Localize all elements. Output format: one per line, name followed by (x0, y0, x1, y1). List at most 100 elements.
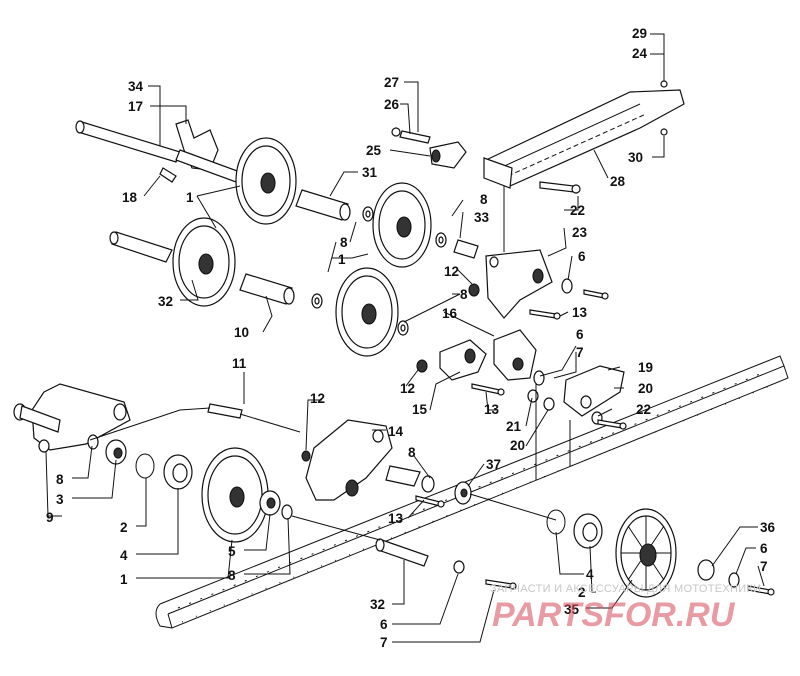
leader-lines (45, 33, 765, 643)
washer (362, 206, 374, 222)
washer (453, 560, 465, 574)
nut (468, 283, 480, 297)
callout-6: 6 (576, 327, 584, 342)
snap-ring (135, 453, 155, 479)
callout-28: 28 (610, 174, 626, 189)
callout-34: 34 (128, 79, 144, 94)
callout-12: 12 (400, 381, 415, 396)
callout-7: 7 (576, 345, 584, 360)
bushing (454, 481, 472, 505)
callout-32: 32 (158, 294, 173, 309)
bushing (105, 439, 127, 465)
bolt (391, 127, 431, 144)
snap-ring (546, 509, 566, 535)
callout-2: 2 (578, 585, 586, 600)
callout-5: 5 (228, 544, 236, 559)
callout-1: 1 (338, 252, 346, 267)
callout-29: 29 (632, 26, 647, 41)
spacer (259, 490, 281, 516)
spacer-sleeve (453, 239, 479, 259)
idler-wheel (235, 137, 297, 225)
callout-4: 4 (120, 548, 128, 563)
washer (87, 434, 99, 450)
callout-11: 11 (232, 356, 247, 371)
idler-wheel (372, 182, 432, 268)
callout-27: 27 (384, 75, 399, 90)
callout-14: 14 (388, 424, 404, 439)
callout-9: 9 (46, 510, 54, 525)
callout-13: 13 (572, 305, 588, 320)
spacer-sleeve (239, 273, 295, 305)
callout-31: 31 (362, 165, 378, 180)
spacer (697, 559, 715, 581)
callout-7: 7 (380, 635, 388, 650)
callout-24: 24 (632, 46, 648, 61)
callout-22: 22 (636, 402, 651, 417)
callout-8: 8 (408, 445, 416, 460)
washer (435, 232, 447, 248)
pin (207, 403, 243, 419)
washer (728, 572, 740, 588)
callout-6: 6 (760, 541, 768, 556)
cam-arm (439, 339, 487, 381)
bolt (529, 309, 561, 320)
callout-13: 13 (388, 511, 404, 526)
bolt (597, 419, 627, 430)
bolt (747, 585, 775, 596)
axle-mount (13, 383, 131, 453)
callout-8: 8 (340, 235, 348, 250)
callout-7: 7 (760, 559, 768, 574)
watermark: ЗАПЧАСТИ И АКСЕССУАРЫ ДЛЯ МОТОТЕХНИКИ PA… (490, 583, 761, 634)
callout-labels: 34 17 18 1 31 27 26 25 29 24 30 28 22 8 … (46, 26, 776, 650)
callout-26: 26 (384, 97, 400, 112)
callout-32: 32 (370, 597, 385, 612)
assembly-lines (89, 384, 571, 541)
washer (281, 504, 293, 520)
callout-12: 12 (310, 391, 325, 406)
callout-6: 6 (578, 249, 586, 264)
callout-1: 1 (120, 572, 128, 587)
pivot-block (493, 329, 537, 381)
rail-clamp (429, 141, 467, 169)
bolt (485, 579, 517, 590)
callout-8: 8 (480, 192, 488, 207)
watermark-logo: PARTSFOR.RU (492, 596, 736, 634)
callout-35: 35 (564, 602, 580, 617)
suspension-arm (483, 44, 685, 189)
callout-8: 8 (228, 568, 236, 583)
callout-37: 37 (486, 457, 501, 472)
washer (311, 293, 323, 309)
rear-idler-wheel (615, 508, 677, 598)
nut (416, 359, 428, 373)
callout-3: 3 (56, 492, 64, 507)
axle-shaft (375, 538, 429, 567)
callout-4: 4 (586, 567, 594, 582)
bearing (573, 513, 603, 549)
callout-8: 8 (56, 472, 64, 487)
washer (421, 475, 435, 493)
bolt (471, 383, 505, 396)
callout-18: 18 (122, 190, 138, 205)
center-bracket (301, 419, 421, 501)
callout-8: 8 (460, 287, 468, 302)
callout-15: 15 (412, 402, 428, 417)
washer (561, 278, 573, 294)
callout-20: 20 (638, 381, 653, 396)
bolt (415, 495, 445, 508)
pivot-bracket (485, 186, 553, 319)
idler-wheel (201, 447, 269, 543)
callout-25: 25 (366, 143, 382, 158)
callout-6: 6 (380, 617, 388, 632)
callout-20: 20 (510, 438, 525, 453)
bearing (163, 454, 193, 490)
callout-22: 22 (570, 203, 585, 218)
callout-13: 13 (484, 402, 500, 417)
callout-12: 12 (444, 264, 459, 279)
callout-19: 19 (638, 360, 653, 375)
callout-36: 36 (760, 520, 776, 535)
callout-23: 23 (572, 225, 588, 240)
upper-rear-axle (75, 119, 241, 183)
stop-block (563, 365, 625, 417)
callout-30: 30 (628, 150, 643, 165)
